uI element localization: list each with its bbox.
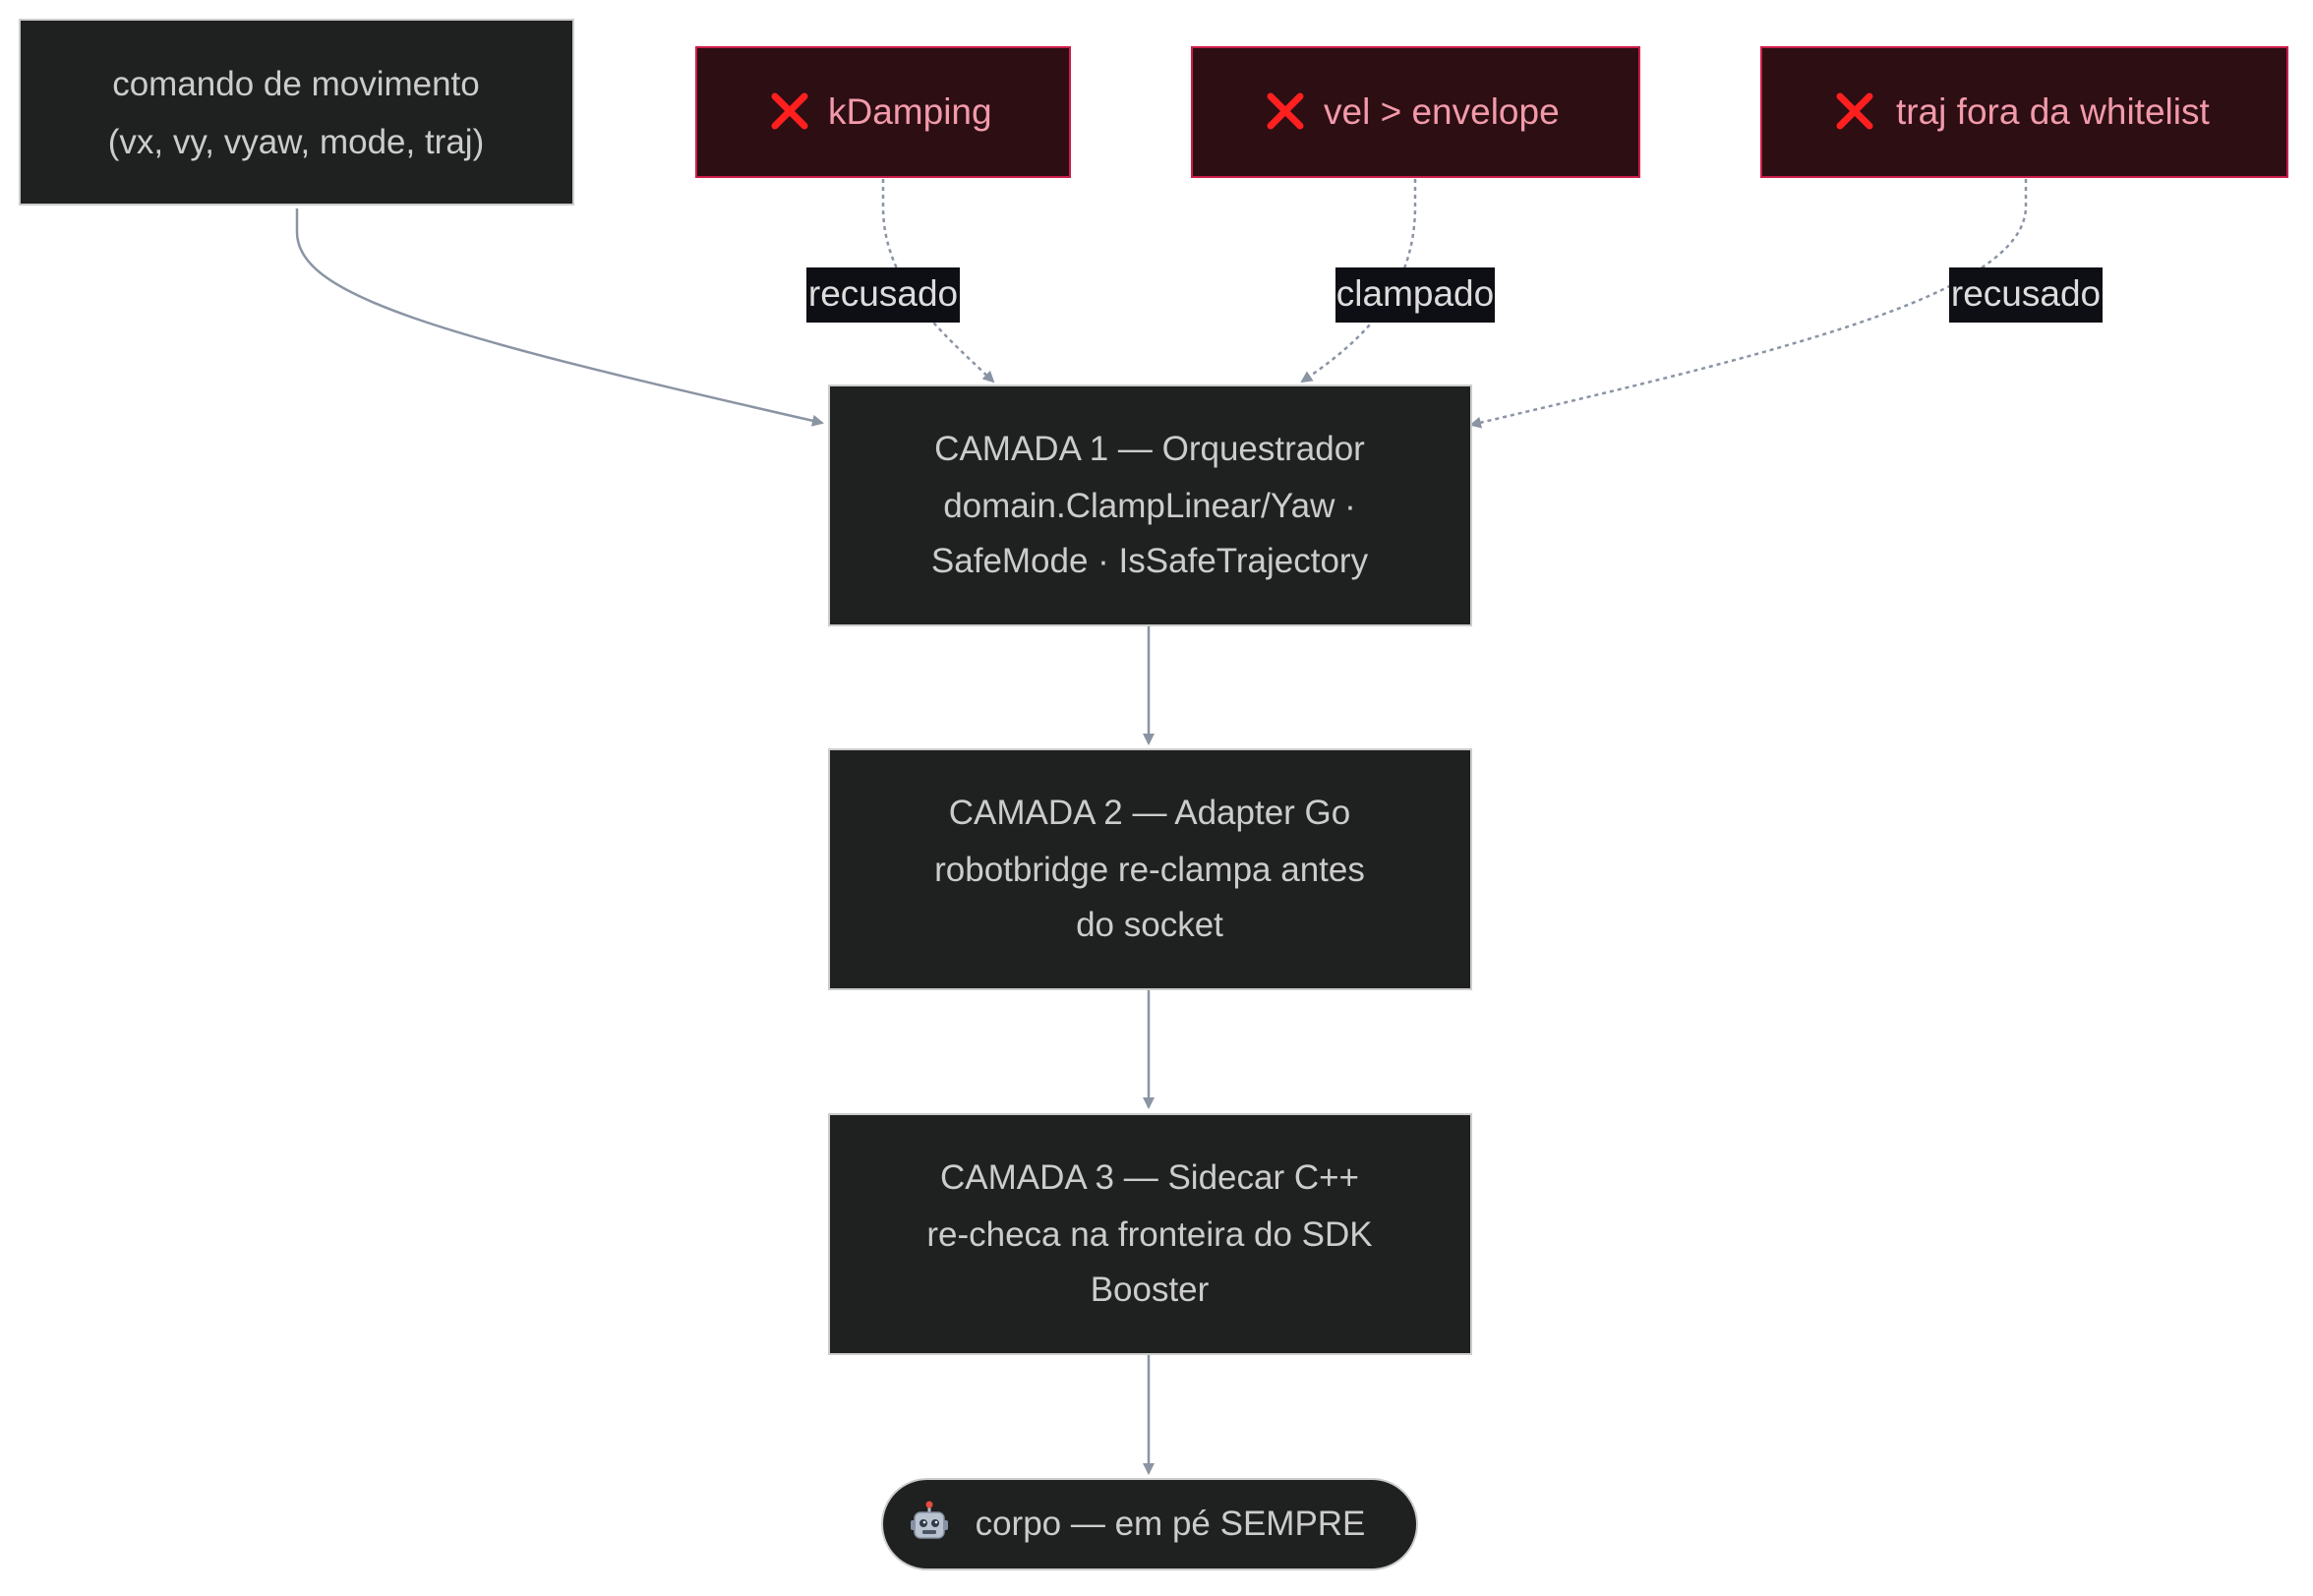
node-layer1-line-3: SafeMode · IsSafeTrajectory <box>931 542 1369 580</box>
node-bad-kdamping-label: kDamping <box>828 91 992 132</box>
x-mark-icon <box>771 92 808 130</box>
x-mark-icon <box>1267 92 1304 130</box>
node-layer3-line-3: Booster <box>1091 1271 1210 1309</box>
edge-label-text: recusado <box>808 273 958 314</box>
node-layer1-line-2: domain.ClampLinear/Yaw · <box>943 487 1356 525</box>
robot-icon <box>911 1501 948 1539</box>
node-body-label: corpo — em pé SEMPRE <box>976 1505 1366 1543</box>
node-command-line-1: comando de movimento <box>112 65 480 103</box>
edge-label-text: clampado <box>1336 273 1494 314</box>
edge-label-envelope: clampado <box>1335 267 1495 323</box>
node-layer2-line-1: CAMADA 2 — Adapter Go <box>949 794 1351 832</box>
x-mark-icon <box>1836 92 1873 130</box>
node-layer3: CAMADA 3 — Sidecar C++ re-checa na front… <box>828 1113 1472 1355</box>
node-layer1: CAMADA 1 — Orquestrador domain.ClampLine… <box>828 384 1472 626</box>
node-bad-whitelist-label: traj fora da whitelist <box>1896 91 2210 132</box>
node-bad-kdamping: kDamping <box>695 46 1071 178</box>
edge-whitelist-to-layer1 <box>1469 179 2028 429</box>
node-bad-whitelist: traj fora da whitelist <box>1760 46 2288 178</box>
node-layer1-line-1: CAMADA 1 — Orquestrador <box>934 430 1365 468</box>
node-bad-envelope-label: vel > envelope <box>1324 91 1560 132</box>
node-layer3-line-2: re-checa na fronteira do SDK <box>926 1215 1372 1254</box>
edge-label-kdamping: recusado <box>806 267 960 323</box>
edge-command-to-layer1 <box>295 208 824 427</box>
node-layer3-line-1: CAMADA 3 — Sidecar C++ <box>940 1158 1359 1197</box>
node-body: corpo — em pé SEMPRE <box>881 1478 1418 1570</box>
node-layer2-line-3: do socket <box>1076 906 1223 944</box>
node-layer2: CAMADA 2 — Adapter Go robotbridge re-cla… <box>828 748 1472 990</box>
node-command: comando de movimento (vx, vy, vyaw, mode… <box>19 19 574 206</box>
node-bad-envelope: vel > envelope <box>1191 46 1640 178</box>
edge-label-text: recusado <box>1951 273 2101 314</box>
node-layer2-line-2: robotbridge re-clampa antes <box>934 851 1365 889</box>
edge-label-whitelist: recusado <box>1949 267 2103 323</box>
node-command-line-2: (vx, vy, vyaw, mode, traj) <box>108 123 485 161</box>
